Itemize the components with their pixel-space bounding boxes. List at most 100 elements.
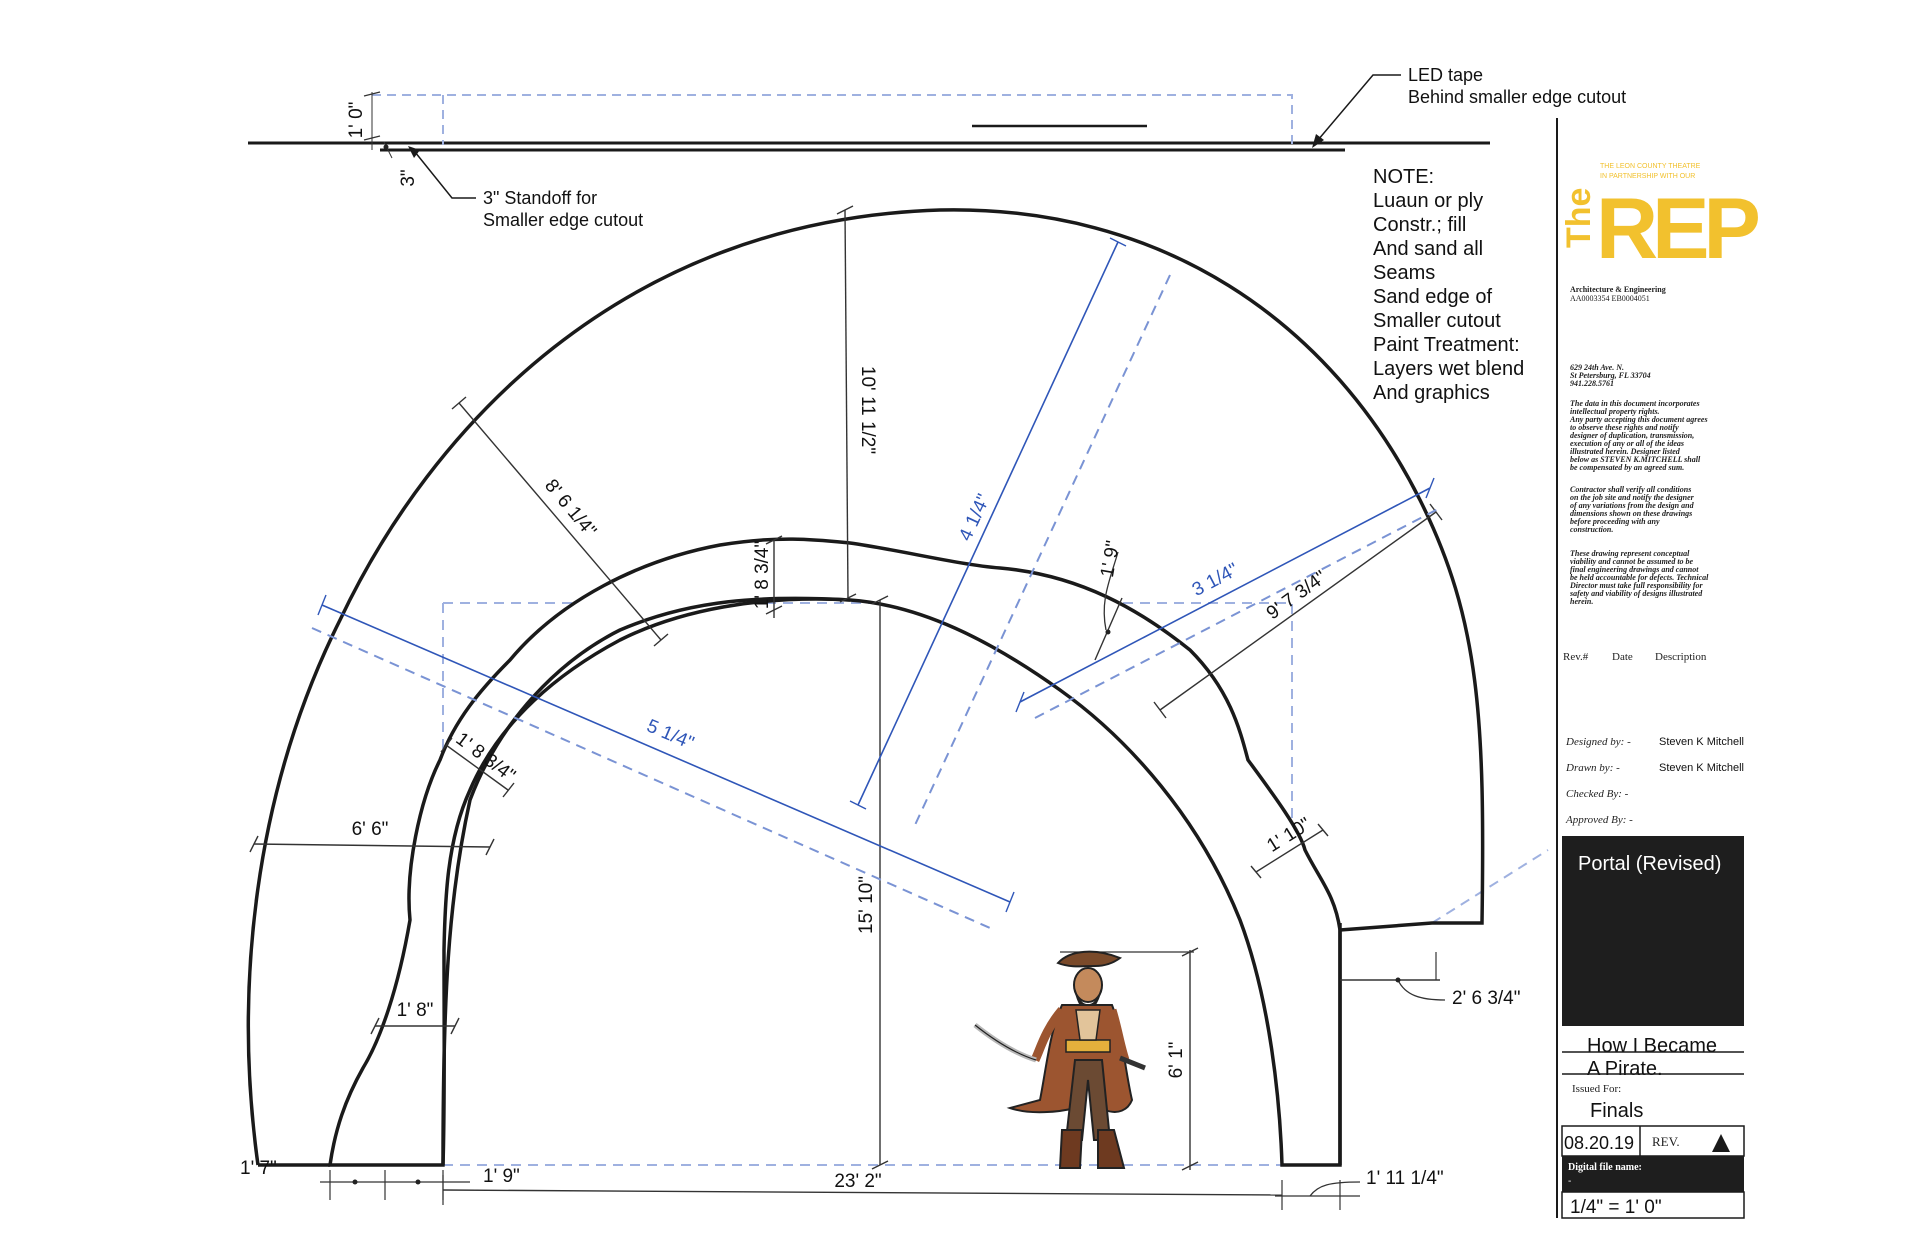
dim-5-quarter: 5 1/4"	[643, 716, 696, 754]
portal-elevation: 10' 11 1/2" 15' 10" 1' 8 3/4" 8' 6 1/4" …	[240, 205, 1549, 1210]
led-dashed-outline	[372, 94, 1293, 145]
dim-1-8-3q-top: 1' 8 3/4"	[752, 541, 773, 609]
svg-text:to observe these rights and no: to observe these rights and notify	[1570, 423, 1679, 432]
dim-1-9-bottom: 1' 9"	[483, 1166, 520, 1187]
designed-by-label: Designed by: -	[1565, 736, 1631, 748]
disclaimer-2: Contractor shall verify all conditions o…	[1570, 485, 1695, 534]
portal-outer-arc	[246, 208, 1485, 1166]
svg-text:Director must take full respon: Director must take full responsibility f…	[1569, 581, 1704, 590]
dim-2-6-3q: 2' 6 3/4"	[1452, 988, 1520, 1009]
dim-23-2: 23' 2"	[834, 1171, 881, 1192]
svg-text:The: The	[1560, 188, 1598, 248]
svg-text:below as STEVEN K.MITCHELL sha: below as STEVEN K.MITCHELL shall	[1570, 455, 1701, 464]
svg-text:THE LEON COUNTY THEATRE: THE LEON COUNTY THEATRE	[1600, 163, 1701, 170]
svg-text:final engineering drawings and: final engineering drawings and cannot	[1570, 565, 1699, 574]
drawn-by-label: Drawn by: -	[1565, 762, 1620, 774]
show-title-line-2: A Pirate.	[1587, 1058, 1663, 1080]
note-line-7: Paint Treatment:	[1373, 334, 1520, 356]
issued-for-label: Issued For:	[1572, 1083, 1621, 1095]
note-line-2: Constr.; fill	[1373, 214, 1466, 236]
standoff-note-line-2: Smaller edge cutout	[483, 210, 643, 230]
svg-text:construction.: construction.	[1570, 525, 1613, 534]
svg-text:illustrated herein. Designer l: illustrated herein. Designer listed	[1570, 447, 1681, 456]
svg-text:before proceeding with any: before proceeding with any	[1570, 517, 1660, 526]
dim-4-quarter: 4 1/4"	[955, 491, 995, 544]
dim-1-0: 1' 0"	[346, 102, 367, 139]
dim-10-11-half: 10' 11 1/2"	[857, 366, 878, 454]
dim-3: 3"	[398, 169, 419, 186]
svg-text:of any variations from the des: of any variations from the design and	[1570, 501, 1695, 510]
rev-header-num: Rev.#	[1563, 651, 1589, 663]
rep-logo: THE LEON COUNTY THEATRE IN PARTNERSHIP W…	[1560, 163, 1764, 277]
portal-outer-edge	[327, 537, 1342, 1167]
led-leader	[1317, 74, 1401, 141]
svg-text:intellectual property rights.: intellectual property rights.	[1570, 407, 1660, 416]
address-line-2: 941.228.5761	[1570, 379, 1614, 388]
rev-triangle-icon	[1712, 1134, 1730, 1152]
svg-text:safety and viability of design: safety and viability of designs illustra…	[1569, 589, 1703, 598]
show-title-line-1: How I Became	[1587, 1035, 1717, 1057]
digital-file-box	[1562, 1156, 1744, 1192]
led-note-line-1: LED tape	[1408, 65, 1483, 85]
firm-name: Architecture & Engineering	[1570, 285, 1666, 294]
svg-text:viability and cannot be assume: viability and cannot be assumed to be	[1570, 557, 1694, 566]
rev-header-description: Description	[1655, 651, 1707, 663]
dim-3-quarter: 3 1/4"	[1189, 559, 1242, 601]
portal-inner-edge	[441, 596, 851, 1166]
dim-1-7: 1' 7"	[240, 1158, 277, 1179]
svg-text:The data in this document inco: The data in this document incorporates	[1570, 399, 1700, 408]
note-line-5: Sand edge of	[1373, 286, 1492, 308]
note-line-4: Seams	[1373, 262, 1435, 284]
note-line-9: And graphics	[1373, 382, 1490, 404]
svg-text:be compensated by an agreed su: be compensated by an agreed sum.	[1570, 463, 1684, 472]
led-note-line-2: Behind smaller edge cutout	[1408, 87, 1626, 107]
note-line-0: NOTE:	[1373, 166, 1434, 188]
digital-file-label: Digital file name:	[1568, 1162, 1642, 1173]
address-line-1: St Petersburg, FL 33704	[1570, 371, 1651, 380]
designed-by: Steven K Mitchell	[1659, 736, 1744, 748]
dim-15-10: 15' 10"	[856, 876, 877, 934]
construction-note: NOTE: Luaun or ply Constr.; fill And san…	[1373, 166, 1524, 404]
svg-text:REP: REP	[1596, 181, 1758, 277]
sheet-title: Portal (Revised)	[1578, 853, 1721, 875]
dim-6-1: 6' 1"	[1166, 1042, 1187, 1079]
address-line-0: 629 24th Ave. N.	[1570, 363, 1624, 372]
svg-text:designer of duplication, trans: designer of duplication, transmission,	[1570, 431, 1694, 440]
dim-6-6: 6' 6"	[352, 819, 389, 840]
standoff-note-line-1: 3" Standoff for	[483, 188, 597, 208]
svg-text:execution of any or all of the: execution of any or all of the ideas	[1570, 439, 1684, 448]
drawn-by: Steven K Mitchell	[1659, 762, 1744, 774]
dim-1-9-right: 1' 9"	[1097, 539, 1124, 579]
note-line-8: Layers wet blend	[1373, 358, 1524, 380]
svg-text:These drawing represent concep: These drawing represent conceptual	[1570, 549, 1690, 558]
license-numbers: AA0003354 EB0004051	[1570, 294, 1650, 303]
disclaimer-3: These drawing represent conceptual viabi…	[1569, 549, 1709, 606]
svg-text:IN PARTNERSHIP WITH OUR: IN PARTNERSHIP WITH OUR	[1600, 173, 1695, 180]
standoff-leader	[414, 151, 476, 199]
dim-1-8: 1' 8"	[397, 1000, 434, 1021]
pirate-figure	[973, 950, 1146, 1169]
note-line-3: And sand all	[1373, 238, 1483, 260]
disclaimer-1: The data in this document incorporates i…	[1569, 399, 1708, 472]
dim-1-11-quarter: 1' 11 1/4"	[1366, 1168, 1444, 1189]
dashed-extension	[1431, 849, 1549, 924]
approved-by-label: Approved By: -	[1565, 814, 1633, 826]
digital-file: -	[1568, 1176, 1571, 1187]
scale: 1/4" = 1' 0"	[1570, 1197, 1662, 1218]
note-line-6: Smaller cutout	[1373, 310, 1501, 332]
date: 08.20.19	[1564, 1133, 1634, 1153]
plan-view: 1' 0" 3" 3" Standoff for Smaller edge cu…	[248, 65, 1626, 230]
svg-text:Any party accepting this docum: Any party accepting this document agrees	[1569, 415, 1708, 424]
svg-text:dimensions shown on these draw: dimensions shown on these drawings	[1570, 509, 1692, 518]
note-line-1: Luaun or ply	[1373, 190, 1483, 212]
svg-text:be held accountable for defect: be held accountable for defects. Technic…	[1570, 573, 1709, 582]
rev-header-date: Date	[1612, 651, 1633, 663]
rev-label: REV.	[1652, 1134, 1680, 1149]
svg-text:herein.: herein.	[1570, 597, 1593, 606]
checked-by-label: Checked By: -	[1566, 788, 1629, 800]
title-block: THE LEON COUNTY THEATRE IN PARTNERSHIP W…	[1556, 118, 1764, 1219]
svg-text:Contractor shall verify all co: Contractor shall verify all conditions	[1570, 485, 1691, 494]
sheet-title-box	[1562, 836, 1744, 1026]
issued-for: Finals	[1590, 1100, 1643, 1122]
svg-text:on the job site and notify the: on the job site and notify the designer	[1570, 493, 1695, 502]
